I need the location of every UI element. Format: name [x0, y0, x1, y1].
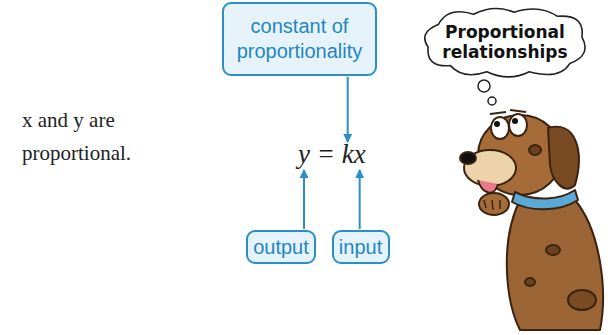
pointer-arrow — [347, 77, 349, 142]
node-text: output — [253, 235, 309, 260]
node-text: input — [339, 235, 382, 260]
term-box: output — [246, 230, 316, 264]
pointer-arrow — [303, 170, 305, 229]
concept-box: constant of proportionality — [222, 2, 377, 76]
thought-dot — [478, 80, 490, 92]
thought-cloud: Proportional relationships — [418, 4, 592, 80]
pointer-arrow — [359, 170, 361, 229]
node-text: Proportional relationships — [440, 22, 570, 63]
thought-dot — [488, 97, 496, 105]
statement-text: x and y are proportional. — [22, 104, 172, 169]
equation: y = kx — [298, 138, 366, 170]
dog-cartoon — [460, 110, 603, 330]
node-text: constant of proportionality — [230, 14, 370, 64]
term-box: input — [332, 230, 390, 264]
